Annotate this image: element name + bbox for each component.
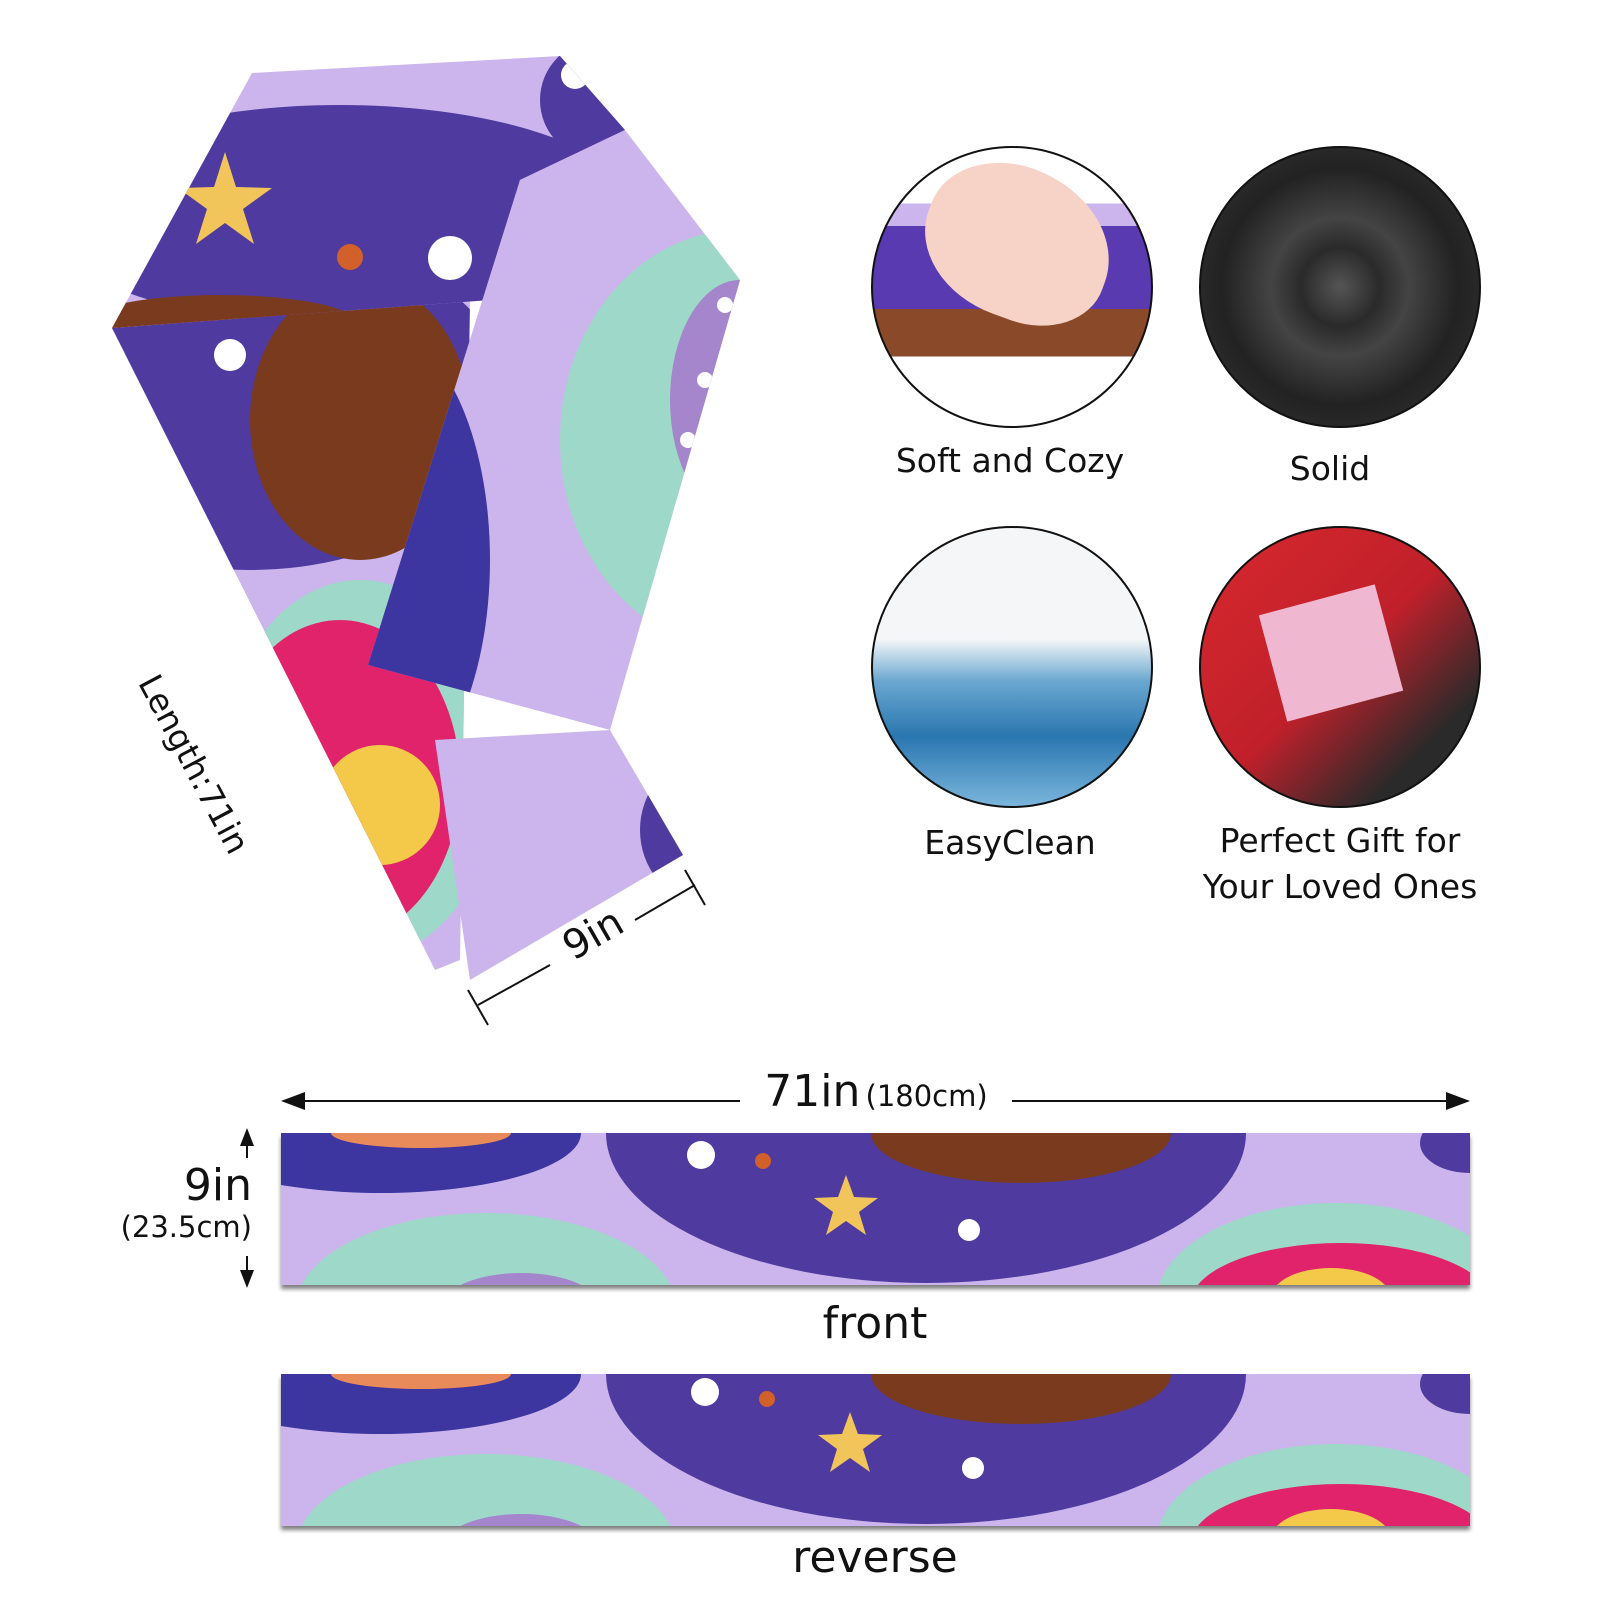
feature-label-gift: Perfect Gift for Your Loved Ones [1202, 821, 1478, 906]
width-arrow [240, 1128, 254, 1288]
solid-fabric-image [1199, 146, 1481, 428]
width-dimension-label: 9in (23.5cm) [120, 1160, 252, 1245]
width-dimension-line [467, 869, 706, 1026]
feature-label-soft: Soft and Cozy [895, 441, 1125, 480]
length-arrow [281, 1092, 1470, 1110]
front-view-strip [281, 1133, 1470, 1285]
scarf-illustration [112, 56, 740, 1026]
front-label: front [822, 1298, 928, 1349]
gift-box-icon [1258, 584, 1404, 722]
star-icon [178, 152, 272, 244]
easyclean-image [871, 526, 1153, 808]
length-cm: (180cm) [865, 1079, 988, 1113]
hands-icon [903, 148, 1133, 346]
width-inches: 9in [183, 1160, 252, 1211]
feature-label-solid: Solid [1289, 449, 1371, 488]
feature-label-easyclean: EasyClean [924, 823, 1096, 862]
width-cm: (23.5cm) [120, 1210, 252, 1244]
reverse-label: reverse [792, 1532, 958, 1583]
star-icon [818, 1412, 882, 1472]
reverse-view-strip [281, 1374, 1470, 1526]
length-inches: 71in [764, 1066, 861, 1117]
length-dimension-label: 71in (180cm) [740, 1066, 1012, 1117]
gift-image [1199, 526, 1481, 808]
star-icon [814, 1175, 878, 1235]
soft-cozy-image [871, 146, 1153, 428]
